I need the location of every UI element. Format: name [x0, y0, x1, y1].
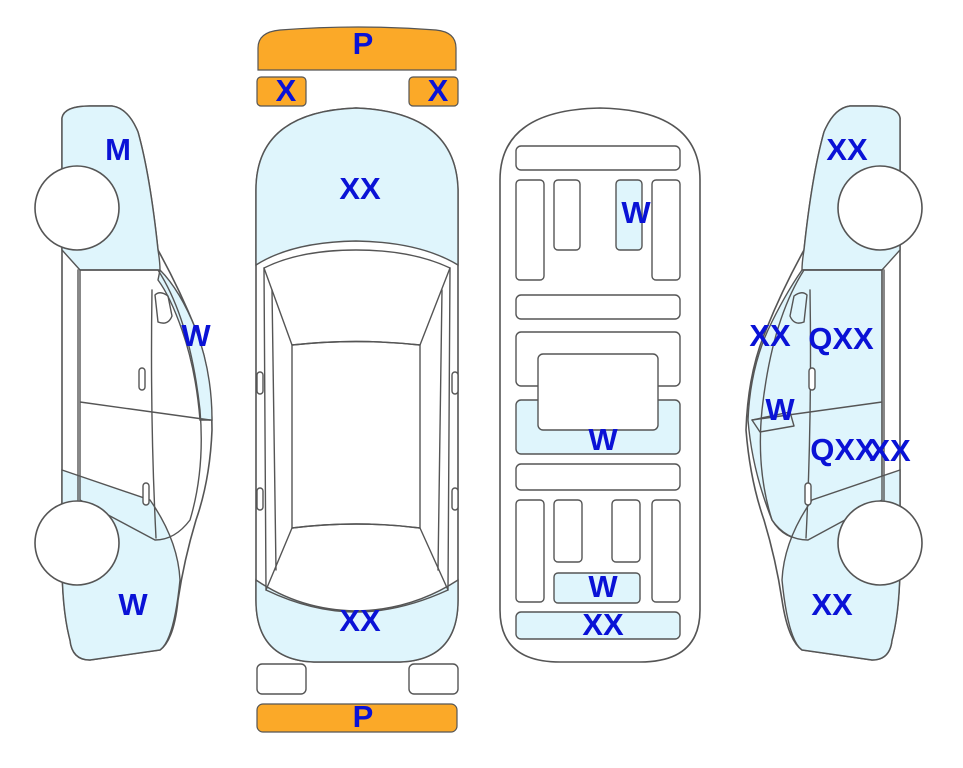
label-hood: XX: [339, 171, 381, 206]
right-front-door-handle: [808, 367, 816, 391]
top-left-rear-mirror: [256, 487, 264, 511]
top-view: [255, 26, 459, 733]
left-rear-door-handle: [142, 482, 150, 506]
front-bumper[interactable]: [257, 26, 457, 71]
damage-labels: P X X XX XX P M W W W W W XX XX XX QXX W…: [105, 26, 911, 734]
label-rear-trunk: XX: [339, 603, 381, 638]
label-right-mirror: W: [765, 392, 795, 427]
center-console: [537, 353, 659, 431]
trunk-right-b: [611, 499, 641, 563]
front-left-seat-a: [515, 179, 545, 281]
label-right-rear-quarter: XX: [811, 587, 853, 622]
trunk-left-a: [515, 499, 545, 603]
trunk-bottom-panel[interactable]: [515, 611, 681, 640]
label-interior-trunk-bottom: XX: [582, 607, 624, 642]
rear-left-light[interactable]: [256, 663, 307, 695]
top-side-lines: [263, 267, 451, 591]
label-right-rear-door: QXX: [810, 432, 876, 467]
rear-shelf: [515, 463, 681, 491]
left-door-lines: [77, 269, 211, 541]
label-left-door: W: [181, 318, 211, 353]
right-rear-door-handle: [804, 482, 812, 506]
top-rear-window: [265, 523, 449, 613]
right-door-lines: [751, 269, 885, 541]
trunk-top-panel[interactable]: [553, 572, 641, 604]
label-right-rear-door-extra: XX: [869, 433, 911, 468]
label-interior-center: W: [588, 422, 618, 457]
right-mirror: [789, 292, 808, 324]
label-right-front-door: QXX: [808, 321, 874, 356]
label-front-right-light: X: [428, 73, 449, 108]
trunk-panel: [255, 578, 459, 663]
label-front-left-light: X: [276, 73, 297, 108]
right-side-view: [745, 105, 923, 661]
dashboard: [515, 145, 681, 171]
interior-view: [499, 107, 701, 663]
front-right-seat-a: [651, 179, 681, 281]
top-right-rear-mirror: [451, 487, 459, 511]
left-front-wheel: [34, 165, 120, 251]
top-right-mirror: [451, 371, 459, 395]
label-right-pillar: XX: [749, 318, 791, 353]
left-side-view: [34, 105, 213, 661]
label-front-bumper: P: [353, 26, 374, 61]
top-left-mirror: [256, 371, 264, 395]
label-right-front-fender: XX: [826, 132, 868, 167]
front-right-light[interactable]: [408, 76, 459, 107]
label-left-front-fender: M: [105, 132, 131, 167]
rear-right-light[interactable]: [408, 663, 459, 695]
left-rear-wheel: [34, 500, 120, 586]
front-left-light[interactable]: [256, 76, 307, 107]
console-bar: [515, 294, 681, 320]
hood-panel: [255, 107, 459, 267]
right-rear-wheel: [837, 500, 923, 586]
left-mirror: [154, 292, 173, 324]
label-interior-trunk-top: W: [588, 569, 618, 604]
trunk-left-b: [553, 499, 583, 563]
label-rear-bumper: P: [353, 699, 374, 734]
label-left-rear-quarter: W: [118, 587, 148, 622]
front-left-seat-b: [553, 179, 581, 251]
front-right-seat-b[interactable]: [615, 179, 643, 251]
left-front-door-handle: [138, 367, 146, 391]
label-interior-rear-seat: W: [621, 195, 651, 230]
right-mirror-bar: [751, 411, 795, 433]
rear-bumper[interactable]: [256, 703, 458, 733]
trunk-right-a: [651, 499, 681, 603]
right-front-wheel: [837, 165, 923, 251]
